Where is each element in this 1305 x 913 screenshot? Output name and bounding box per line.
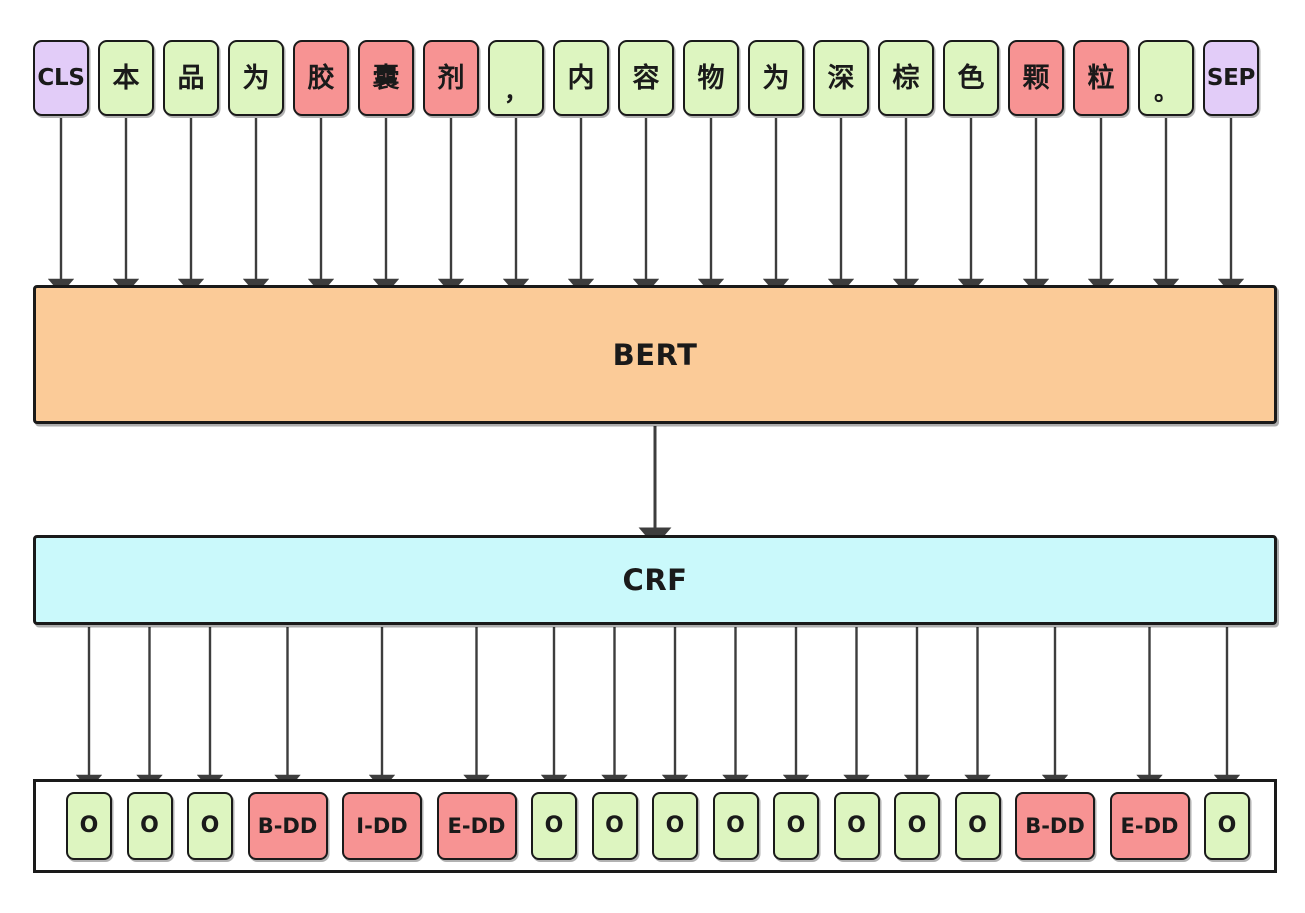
input-token-17[interactable]: 。 — [1138, 40, 1194, 116]
input-token-11[interactable]: 为 — [748, 40, 804, 116]
bert-block-label: BERT — [612, 337, 698, 372]
crf-block[interactable]: CRF — [33, 535, 1277, 625]
input-token-16[interactable]: 粒 — [1073, 40, 1129, 116]
input-token-18[interactable]: SEP — [1203, 40, 1259, 116]
output-tag-7[interactable]: O — [591, 792, 638, 860]
output-tag-2[interactable]: O — [187, 792, 233, 860]
crf-to-tag-arrows — [75, 627, 1241, 791]
input-token-2[interactable]: 品 — [163, 40, 219, 116]
token-to-bert-arrows — [47, 118, 1245, 295]
output-tag-3[interactable]: B-DD — [247, 792, 328, 860]
input-token-15[interactable]: 颗 — [1008, 40, 1064, 116]
output-tag-1[interactable]: O — [126, 792, 173, 860]
input-token-9[interactable]: 容 — [618, 40, 674, 116]
input-token-12[interactable]: 深 — [813, 40, 869, 116]
output-tag-10[interactable]: O — [773, 792, 819, 860]
input-token-13[interactable]: 棕 — [878, 40, 934, 116]
output-tag-0[interactable]: O — [66, 792, 112, 860]
crf-block-label: CRF — [622, 563, 688, 597]
input-token-14[interactable]: 色 — [943, 40, 999, 116]
output-tag-11[interactable]: O — [833, 792, 880, 860]
output-tag-15[interactable]: E-DD — [1109, 792, 1190, 860]
input-token-3[interactable]: 为 — [228, 40, 284, 116]
input-token-5[interactable]: 囊 — [358, 40, 414, 116]
output-tag-14[interactable]: B-DD — [1015, 792, 1095, 860]
output-tag-4[interactable]: I-DD — [342, 792, 422, 860]
output-tag-5[interactable]: E-DD — [436, 792, 517, 860]
input-token-1[interactable]: 本 — [98, 40, 154, 116]
input-token-6[interactable]: 剂 — [423, 40, 479, 116]
output-tag-16[interactable]: O — [1204, 792, 1250, 860]
input-token-4[interactable]: 胶 — [293, 40, 349, 116]
output-tag-6[interactable]: O — [531, 792, 577, 860]
output-tag-8[interactable]: O — [652, 792, 698, 860]
bert-block[interactable]: BERT — [33, 285, 1277, 424]
output-tag-9[interactable]: O — [712, 792, 759, 860]
input-token-8[interactable]: 内 — [553, 40, 609, 116]
output-tag-12[interactable]: O — [894, 792, 940, 860]
output-tag-13[interactable]: O — [954, 792, 1001, 860]
input-token-0[interactable]: CLS — [33, 40, 89, 116]
input-token-7[interactable]: ， — [488, 40, 544, 116]
input-token-10[interactable]: 物 — [683, 40, 739, 116]
